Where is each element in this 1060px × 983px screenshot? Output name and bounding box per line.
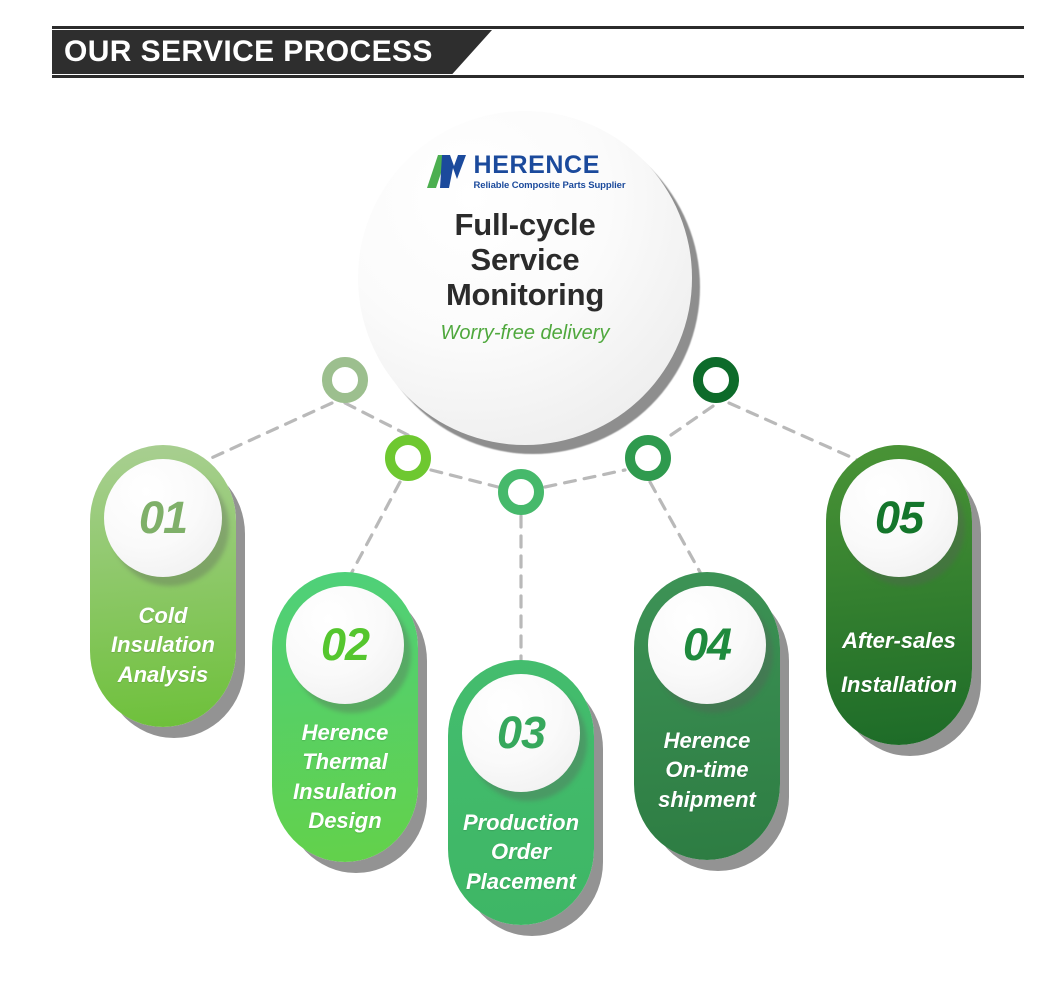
step-number-02: 02 [286, 586, 404, 704]
hero-circle: HERENCE Reliable Composite Parts Supplie… [358, 111, 692, 445]
step-number-badge-03: 03 [462, 674, 587, 801]
step-number-05: 05 [840, 459, 958, 577]
step-label-01: Cold Insulation Analysis [111, 603, 215, 687]
step-number-01: 01 [104, 459, 222, 577]
step-card-01[interactable]: 01 Cold Insulation Analysis [90, 445, 236, 727]
header-rule-bottom [52, 75, 1024, 78]
connector-ring-02 [385, 435, 431, 481]
step-number-04: 04 [648, 586, 766, 704]
logo-tagline: Reliable Composite Parts Supplier [473, 180, 626, 191]
step-number-badge-05: 05 [840, 459, 965, 586]
hero-heading-line-3: Monitoring [445, 276, 605, 312]
header-rule-top [52, 26, 1024, 29]
connector-ring-03 [498, 469, 544, 515]
step-number-badge-01: 01 [104, 459, 229, 586]
step-label-05: After-sales Installation [840, 628, 958, 697]
step-card-03[interactable]: 03 Production Order Placement [448, 660, 594, 925]
step-number-badge-04: 04 [648, 586, 773, 713]
hero-heading: Full-cycle Service Monitoring [446, 207, 604, 312]
brand-logo: HERENCE Reliable Composite Parts Supplie… [425, 153, 626, 191]
step-card-02[interactable]: 02 Herence Thermal Insulation Design [272, 572, 418, 862]
connector-ring-04 [625, 435, 671, 481]
logo-text-block: HERENCE Reliable Composite Parts Supplie… [474, 153, 626, 191]
step-number-badge-02: 02 [286, 586, 411, 713]
logo-wordmark: HERENCE [473, 151, 600, 179]
page-title: OUR SERVICE PROCESS [52, 30, 492, 74]
step-label-04: Herence On-time shipment [658, 728, 756, 812]
step-card-04[interactable]: 04 Herence On-time shipment [634, 572, 780, 860]
header-banner [52, 30, 492, 74]
hero-heading-line-2: Service [470, 241, 580, 277]
step-card-05[interactable]: 05 After-sales Installation [826, 445, 972, 745]
step-label-02: Herence Thermal Insulation Design [293, 720, 397, 833]
connector-ring-05 [693, 357, 739, 403]
connector-ring-01 [322, 357, 368, 403]
step-label-03: Production Order Placement [462, 810, 580, 894]
hero-subtitle: Worry-free delivery [440, 321, 610, 344]
step-number-03: 03 [462, 674, 580, 792]
herence-logo-mark-icon [425, 155, 467, 189]
hero-heading-line-1: Full-cycle [454, 206, 596, 242]
page-title-text: OUR SERVICE PROCESS [64, 35, 433, 68]
